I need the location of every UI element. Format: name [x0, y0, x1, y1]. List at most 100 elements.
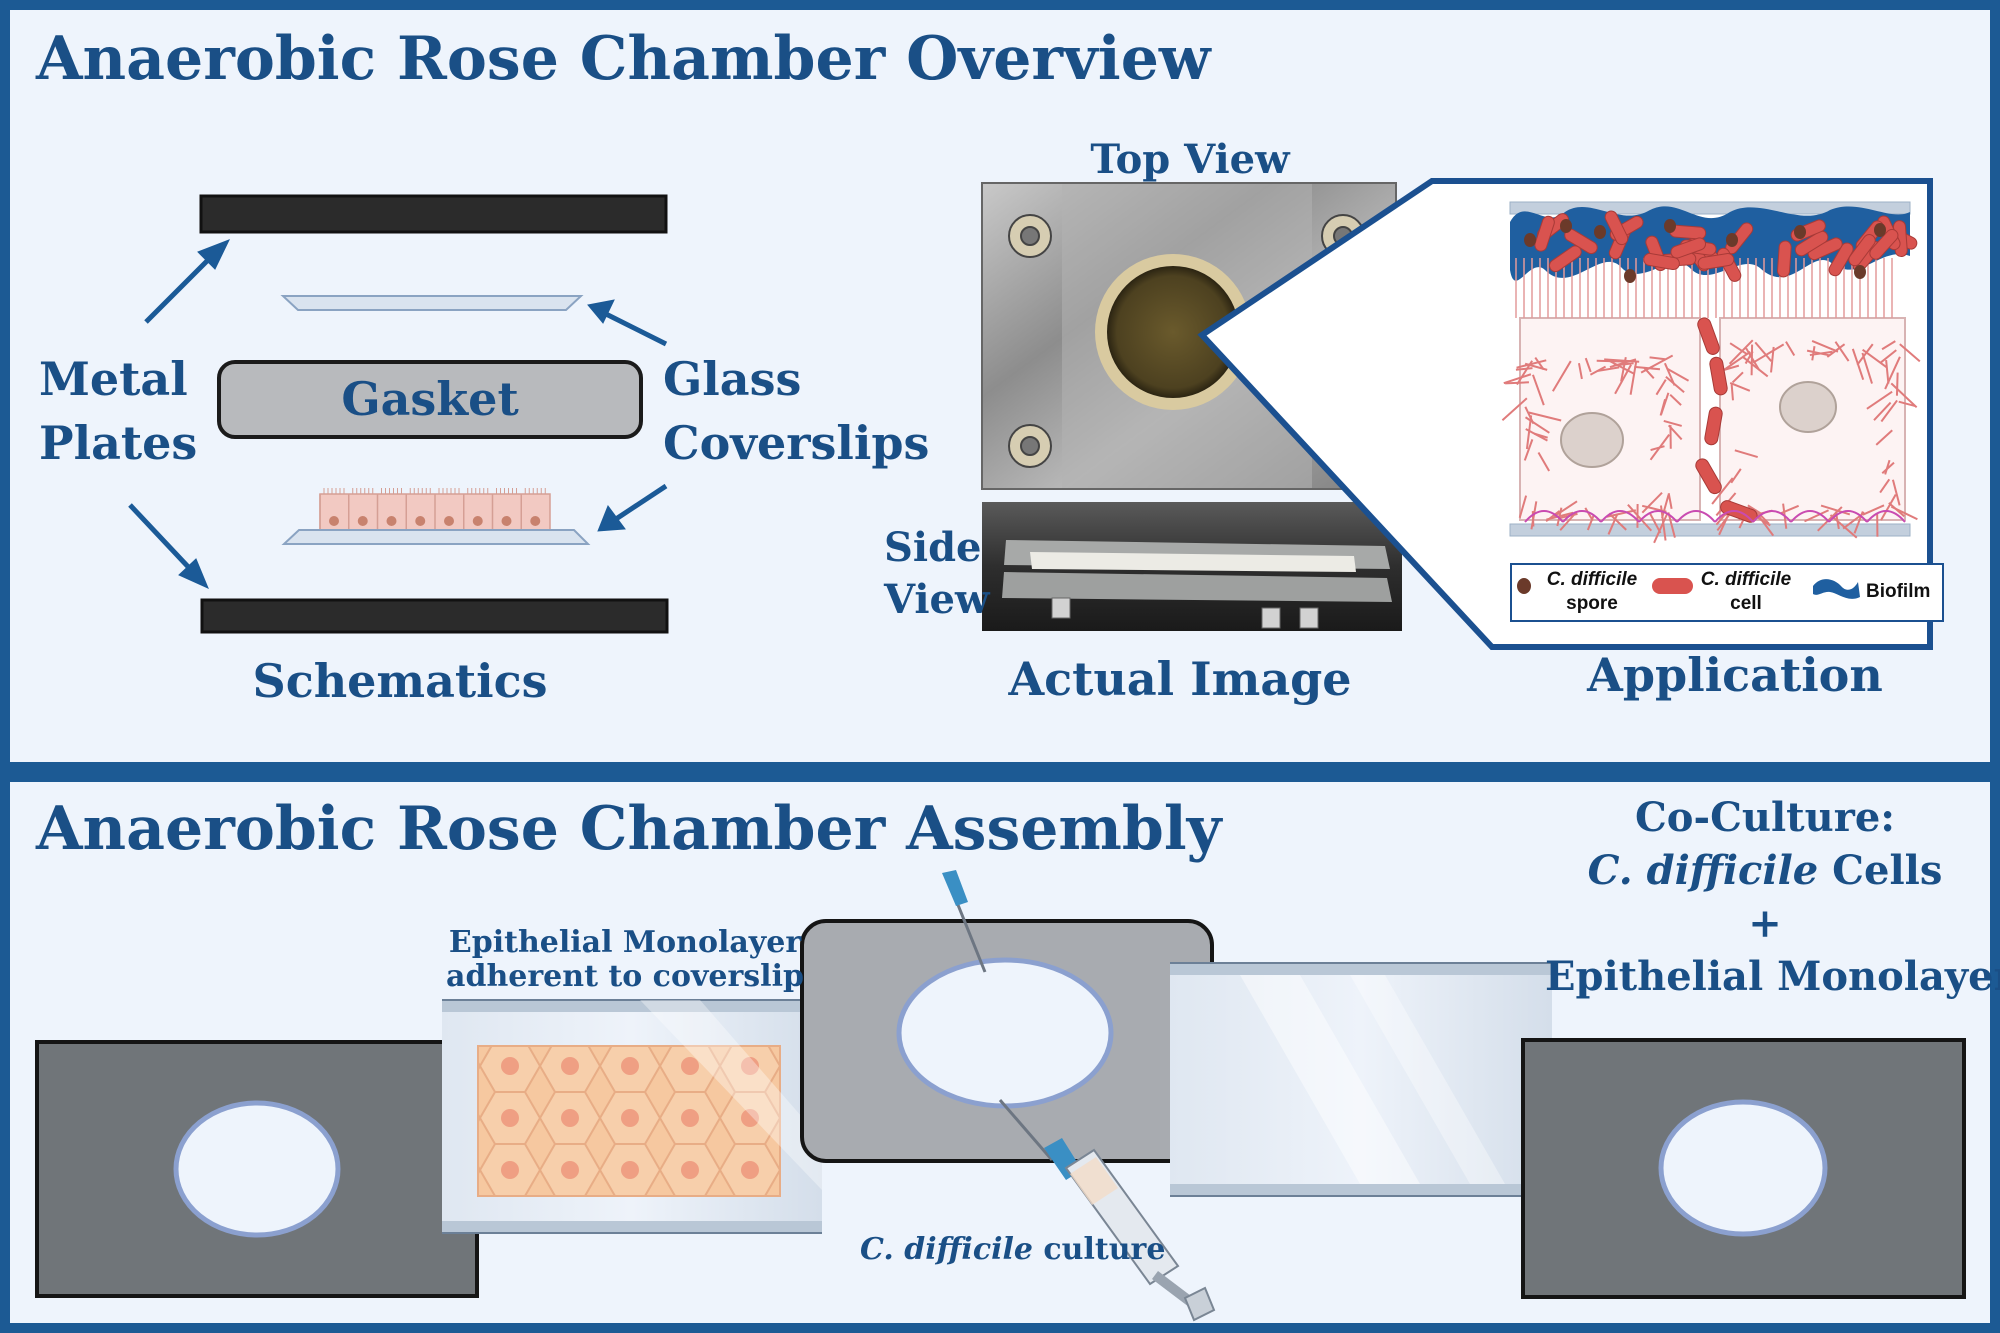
actin-filament [1829, 514, 1858, 539]
actin-filament [1553, 500, 1578, 518]
actin-filament [1534, 357, 1545, 371]
actin-filament [1885, 359, 1890, 384]
side-view-label-line2: View [884, 576, 990, 623]
culture-word: culture [1032, 1232, 1166, 1267]
schematics-caption: Schematics [252, 654, 548, 708]
coculture-plus: + [1748, 900, 1782, 947]
actin-filament [1881, 340, 1896, 351]
epithelial-coverslip-assembly [442, 999, 822, 1234]
actin-filament [1503, 373, 1532, 385]
cell-nucleus [444, 516, 454, 526]
actin-filament [1551, 360, 1572, 392]
actin-filament [1895, 372, 1899, 396]
actin-filament [1875, 429, 1893, 446]
schematic-arrows [128, 239, 668, 589]
actin-filament [1734, 449, 1758, 459]
focal-adhesion [1752, 510, 1792, 523]
actin-filament [1640, 354, 1674, 374]
cell-nucleus [501, 516, 512, 526]
actin-filament [1780, 504, 1800, 514]
actin-filament [1723, 351, 1751, 371]
actin-filament [1666, 367, 1690, 382]
focal-adhesion [1638, 510, 1678, 523]
bacterium [1848, 234, 1876, 267]
actin-filament [1711, 477, 1734, 505]
actin-filament [1862, 504, 1885, 516]
actin-filament [1728, 339, 1754, 365]
spore [1794, 225, 1806, 239]
focal-adhesion [1828, 510, 1868, 523]
actin-filament [1752, 343, 1785, 364]
actin-filament [1533, 432, 1548, 439]
spore [1594, 225, 1606, 239]
focal-adhesion [1600, 510, 1640, 523]
actin-filament [1516, 359, 1547, 369]
assembly-title: Anaerobic Rose Chamber Assembly [36, 794, 1222, 864]
actin-filament [1804, 509, 1829, 523]
actin-filament [1607, 513, 1619, 535]
actin-filament [1524, 416, 1550, 434]
side-view-label-line1: Side [884, 524, 982, 571]
focal-adhesion [1866, 510, 1906, 523]
right-metal-plate-assembly [1521, 1038, 1966, 1299]
syringe [998, 1099, 1216, 1322]
spore [1560, 219, 1572, 233]
coculture-label-line2: C. difficile Cells [1560, 847, 1970, 894]
actin-filament [1898, 400, 1916, 408]
actin-filament [1528, 411, 1562, 422]
actin-filament [1891, 479, 1901, 506]
spore [1624, 269, 1636, 283]
top-metal-plate [199, 194, 668, 234]
legend-spore-word: spore [1566, 592, 1618, 614]
actin-filament [1879, 478, 1891, 494]
actin-filament [1667, 493, 1673, 510]
actin-filament [1530, 501, 1538, 530]
focal-adhesion [1524, 510, 1564, 523]
coculture-species: C. difficile [1587, 847, 1819, 894]
actin-filament [1866, 390, 1893, 410]
focal-adhesion [1676, 510, 1716, 523]
needle-top [942, 870, 987, 973]
bacterium [1704, 406, 1723, 446]
actin-filament [1663, 419, 1682, 427]
actin-filament [1606, 509, 1637, 518]
bacterium [1828, 242, 1854, 277]
bacterium [1604, 210, 1629, 246]
actin-filament [1669, 393, 1682, 406]
spore [1874, 223, 1886, 237]
legend-cell-label: C. difficile cell [1690, 568, 1802, 616]
epithelial-label-line1: Epithelial Monolayer [448, 925, 802, 960]
legend-icons [1517, 578, 1860, 599]
actin-filament [1501, 397, 1528, 422]
actin-filament [1650, 445, 1665, 452]
actin-filament [1754, 341, 1773, 362]
epithelial-label: Epithelial Monolayer adherent to coversl… [440, 926, 810, 993]
actin-filament [1884, 459, 1891, 475]
actin-filament [1648, 512, 1662, 534]
actin-filament [1856, 343, 1874, 366]
actin-filament [1663, 362, 1676, 386]
application-legend-box [1510, 563, 1944, 622]
bacterium [1695, 458, 1722, 495]
actin-filament [1531, 374, 1545, 406]
epithelial-cells-schematic [319, 488, 551, 531]
epithelial-label-line2: adherent to coverslip [446, 958, 804, 994]
actin-filament [1880, 494, 1897, 521]
actin-filament [1604, 358, 1640, 363]
glass-coverslips-label-line1: Glass [663, 352, 802, 406]
actin-filament [1834, 341, 1850, 362]
actin-filament [1627, 504, 1653, 532]
legend-biofilm-label: Biofilm [1866, 581, 1931, 602]
actin-filament [1659, 398, 1667, 416]
focal-adhesion [1790, 510, 1830, 523]
focal-adhesion [1562, 510, 1602, 523]
bacterium [1697, 253, 1735, 270]
actin-filament [1745, 347, 1760, 371]
legend-cell-species: C. difficile [1700, 569, 1792, 590]
cell-nucleus [386, 516, 397, 526]
actin-filament [1518, 495, 1528, 519]
cell-nucleus [415, 516, 426, 526]
actin-filament [1586, 514, 1595, 531]
